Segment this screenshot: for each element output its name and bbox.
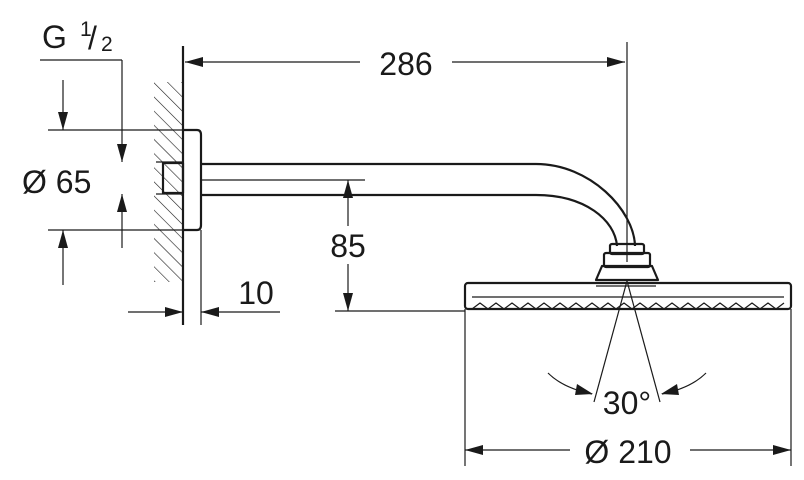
- dimension-286: 286: [185, 46, 625, 82]
- dimension-dia-65: Ø 65: [22, 80, 183, 285]
- dim-dia-210-label: Ø 210: [584, 434, 671, 470]
- dimension-85: 85: [330, 180, 465, 312]
- wall-hatching: [154, 82, 182, 282]
- dim-85-label: 85: [330, 228, 366, 264]
- thread-denominator: 2: [101, 33, 113, 56]
- dimension-dia-210: Ø 210: [464, 309, 792, 470]
- threaded-connector: [161, 161, 185, 195]
- dimension-10: 10: [128, 230, 280, 325]
- thread-slash: /: [88, 20, 97, 56]
- wall: [154, 46, 185, 325]
- spray-angle: 30°: [547, 280, 707, 421]
- angle-30-label: 30°: [603, 385, 651, 421]
- thread-label: G 1 / 2: [40, 18, 127, 162]
- thread-numerator: 1: [80, 18, 92, 41]
- dim-dia-65-label: Ø 65: [22, 164, 91, 200]
- dim-286-label: 286: [379, 46, 432, 82]
- shower-arm: [201, 162, 637, 247]
- dim-10-label: 10: [238, 275, 274, 311]
- thread-g-label: G: [42, 19, 67, 55]
